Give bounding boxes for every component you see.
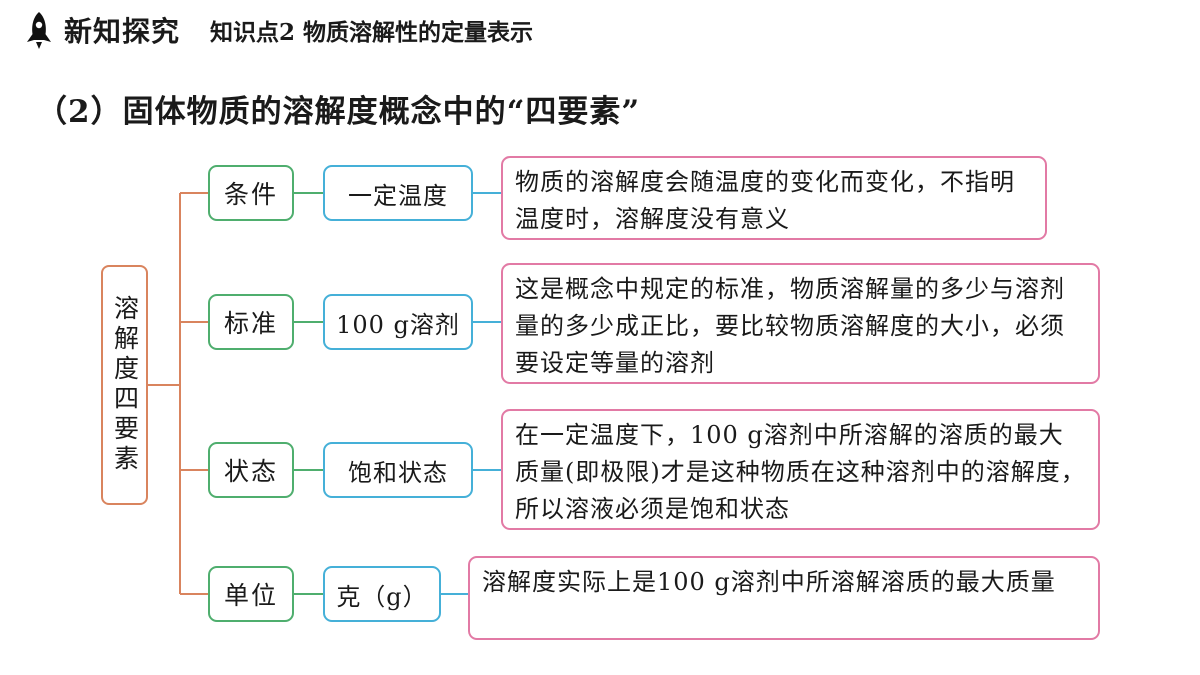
description-condition: 物质的溶解度会随温度的变化而变化，不指明温度时，溶解度没有意义 — [501, 156, 1047, 240]
rocket-icon — [27, 12, 51, 49]
slide-subtitle: （2）固体物质的溶解度概念中的“四要素” — [36, 94, 641, 130]
root-label: 溶解度四要素 — [110, 295, 140, 475]
category-condition: 条件 — [208, 165, 294, 221]
description-unit: 溶解度实际上是100 g溶剂中所溶解溶质的最大质量 — [468, 556, 1100, 640]
category-unit: 单位 — [208, 566, 294, 622]
category-standard: 标准 — [208, 294, 294, 350]
section-title: 新知探究 — [64, 15, 181, 48]
topic-title: 知识点2 物质溶解性的定量表示 — [210, 19, 534, 46]
header-bar: 新知探究 知识点2 物质溶解性的定量表示 — [22, 8, 533, 52]
value-unit: 克（g） — [323, 566, 441, 622]
description-state: 在一定温度下，100 g溶剂中所溶解的溶质的最大质量(即极限)才是这种物质在这种… — [501, 409, 1100, 530]
value-state: 饱和状态 — [323, 442, 473, 498]
description-standard: 这是概念中规定的标准，物质溶解量的多少与溶剂量的多少成正比，要比较物质溶解度的大… — [501, 263, 1100, 384]
root-node: 溶解度四要素 — [101, 265, 148, 505]
category-state: 状态 — [208, 442, 294, 498]
value-standard: 100 g溶剂 — [323, 294, 473, 350]
value-condition: 一定温度 — [323, 165, 473, 221]
